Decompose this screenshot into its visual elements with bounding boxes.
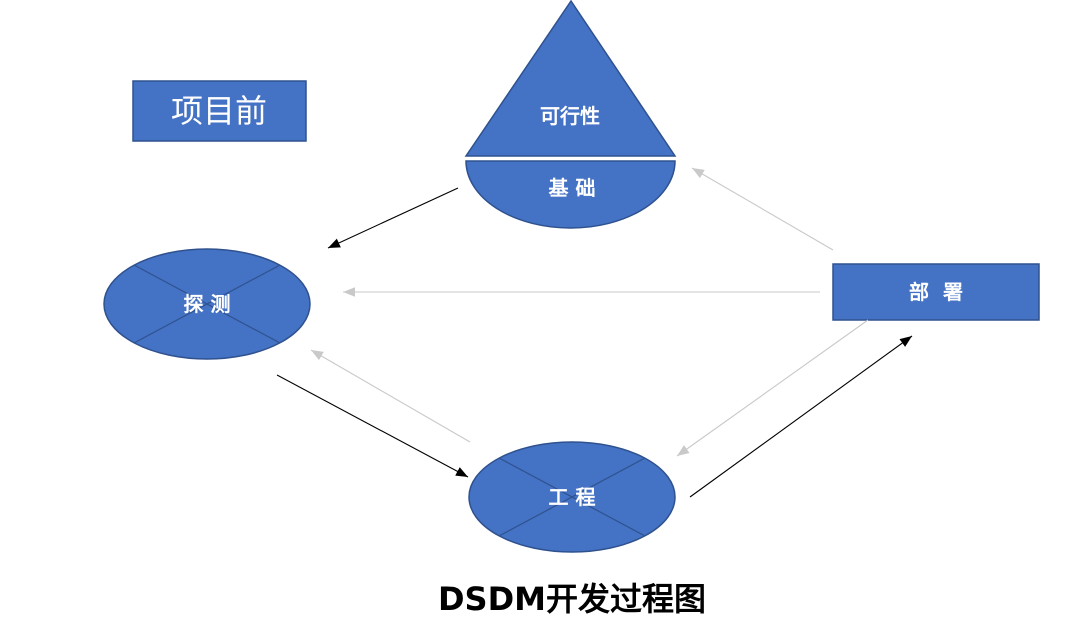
exploration-node: 探 测	[103, 248, 311, 360]
pre-project-node: 项目前	[132, 80, 307, 142]
arrow-deployment-to-engineering	[676, 319, 869, 457]
exploration-label: 探 测	[184, 292, 231, 316]
pre-project-box	[132, 80, 307, 142]
diagram-title: DSDM开发过程图	[438, 580, 706, 618]
deployment-label: 部 署	[909, 280, 963, 304]
arrow-engineering-to-exploration	[310, 349, 471, 443]
arrow-foundation-to-exploration	[327, 187, 459, 249]
arrow-engineering-to-deployment	[689, 335, 913, 498]
exploration-cross-line	[133, 264, 281, 344]
pre-project-label: 项目前	[171, 92, 267, 130]
deployment-node: 部 署	[832, 263, 1040, 321]
engineering-cross-line	[498, 457, 646, 537]
engineering-label: 工 程	[549, 485, 596, 509]
arrow-exploration-to-engineering	[276, 374, 469, 478]
feasibility-node: 可行性	[464, 0, 677, 157]
foundation-half-ellipse	[465, 160, 676, 229]
foundation-node: 基 础	[465, 160, 676, 229]
feasibility-label: 可行性	[540, 104, 600, 128]
deployment-box	[832, 263, 1040, 321]
feasibility-triangle	[464, 0, 677, 157]
engineering-node: 工 程	[468, 441, 676, 553]
arrow-deployment-to-foundation	[691, 167, 834, 251]
foundation-label: 基 础	[549, 176, 596, 200]
